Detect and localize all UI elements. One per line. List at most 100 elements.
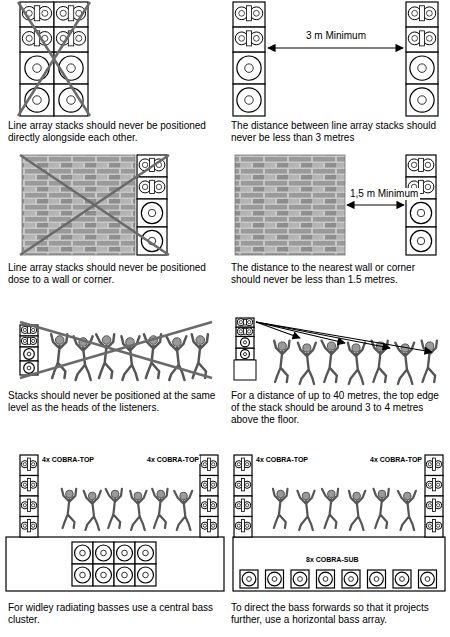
top-cabinet [200,496,218,517]
sub-cabinet [93,542,114,564]
top-cabinet [234,496,252,517]
top-cabinet [200,517,218,538]
caption: To direct the bass forwards so that it p… [231,602,446,626]
line-array-stack [137,155,167,255]
sub-cabinet [419,570,437,588]
sub-cabinet [236,336,254,348]
top-cabinet [200,455,218,476]
top-cabinet [234,455,252,476]
listener-figure [322,341,339,382]
sub-cabinet [233,84,265,116]
top-cabinet [20,517,38,538]
product-label: 8x COBRA-SUB [305,556,360,564]
top-cabinet [200,476,218,497]
top-stack [234,455,252,537]
sub-cabinet [368,570,386,588]
top-cabinet [233,2,265,27]
sub-cabinet [236,348,254,360]
sub-cabinet [137,199,167,227]
product-label: 4x COBRA-TOP [255,456,309,464]
listener-figure [62,489,76,528]
sub-cabinet [406,52,438,84]
listener-figure [174,491,192,530]
cross-out [18,2,90,116]
caption: Stacks should never be positioned at the… [8,390,223,414]
caption: For widley radiating basses use a centra… [8,602,223,626]
sub-cabinet [114,542,135,564]
sub-cabinet [317,570,335,588]
sub-cabinet [72,542,93,564]
listener-figure [349,491,365,530]
listener-figure [192,334,208,378]
sub-cabinet [20,84,54,116]
dimension-label: 1,5 m Minimum [348,188,420,200]
drawing [6,2,445,591]
top-cabinet [425,476,443,497]
sub-cabinet [54,84,88,116]
top-cabinet [233,27,265,52]
top-cabinet [20,336,38,347]
listener-figure [374,489,389,528]
line-array-stack [20,325,38,375]
caption: Line array stacks should never be positi… [8,262,223,286]
top-cabinet [137,177,167,199]
listener-figure [130,491,146,530]
brick-wall [22,155,135,255]
line-array-stack [233,2,265,116]
listener-figure [152,489,167,528]
listener-figure [274,341,289,382]
line-array-stack [406,155,436,255]
listener-figure [106,489,122,528]
caption: For a distance of up to 40 metres, the t… [231,390,446,426]
sub-cabinet [240,570,258,588]
caption: The distance to the nearest wall or corn… [231,262,446,286]
sound-arrow [256,322,300,338]
stack-base [234,360,256,380]
sub-cabinet [266,570,284,588]
top-stack [200,455,218,537]
distance-arrow [268,47,403,48]
dimension-label: 3 m Minimum [304,30,368,42]
top-cabinet [20,455,38,476]
sub-cabinet [135,542,156,564]
top-cabinet [236,318,254,327]
sound-arrow [256,322,432,352]
sub-cabinet [393,570,411,588]
cross-out [20,322,212,378]
listener-figure [322,489,338,528]
line-array-stack [236,318,254,360]
listener-figure [348,343,365,384]
central-bass-cluster [72,542,156,586]
top-cabinet [425,496,443,517]
listener-figure [422,341,437,382]
cross-out [20,155,169,255]
caption: Line array stacks should never be positi… [8,120,223,144]
sub-cabinet [135,564,156,586]
sub-cabinet [93,564,114,586]
top-cabinet [406,27,438,52]
line-array-stack [20,2,54,116]
sub-cabinet [20,347,38,361]
listener-figure [398,491,416,530]
line-array-stack [406,2,438,116]
product-label: 4x COBRA-TOP [146,456,200,464]
product-label: 4x COBRA-TOP [369,456,423,464]
top-cabinet [406,2,438,27]
top-cabinet [20,496,38,517]
listener-figure [298,491,315,530]
sub-cabinet [342,570,360,588]
top-cabinet [234,517,252,538]
top-cabinet [425,517,443,538]
sub-cabinet [406,227,436,255]
product-label: 4x COBRA-TOP [41,456,95,464]
top-cabinet [236,327,254,336]
horizontal-bass-array [240,570,437,588]
top-cabinet [406,155,436,177]
top-cabinet [234,476,252,497]
sub-cabinet [72,564,93,586]
sub-cabinet [233,52,265,84]
top-cabinet [425,455,443,476]
top-cabinet [20,476,38,497]
stage [6,537,224,591]
